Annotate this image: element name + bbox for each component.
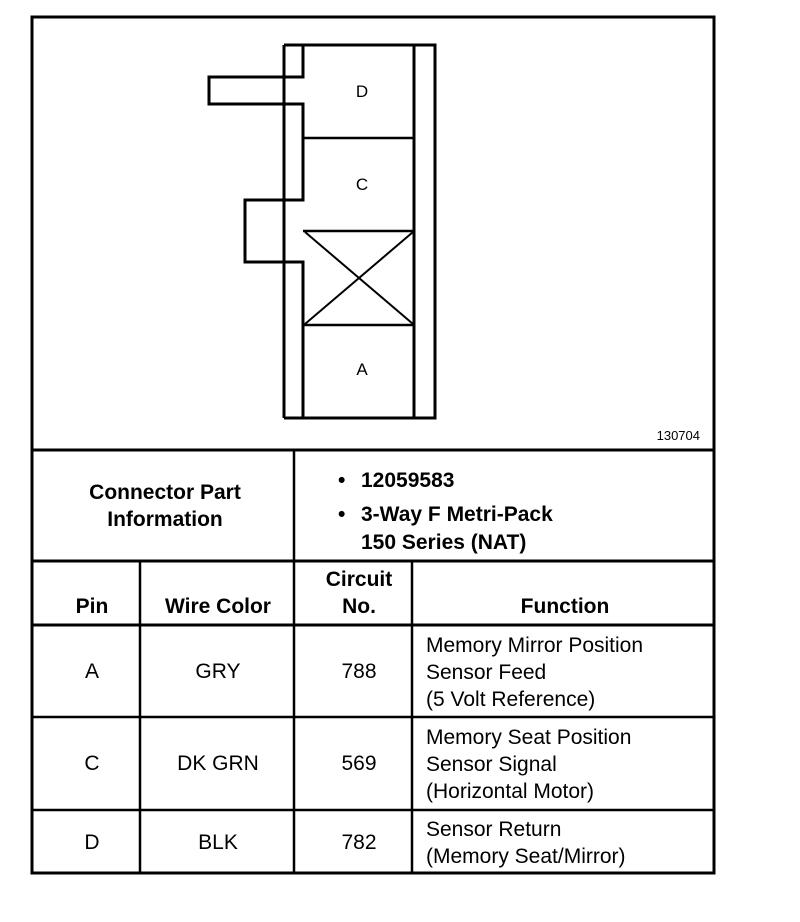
- cell-circuit: 788: [341, 660, 376, 683]
- cell-function: Sensor Return: [426, 818, 561, 841]
- part-number: 12059583: [361, 469, 454, 492]
- cell-wire-color: GRY: [195, 660, 240, 683]
- connector-info-heading: Connector Part: [89, 481, 241, 504]
- figure-number: 130704: [657, 428, 700, 443]
- connector-outline: [207, 43, 437, 420]
- cell-pin: A: [85, 660, 99, 683]
- connector-diagram: D C A 130704: [207, 43, 700, 443]
- cavity-label-c: C: [356, 175, 368, 194]
- table-row: A GRY 788 Memory Mirror Position Sensor …: [85, 634, 643, 711]
- blocked-cavity-x: [304, 231, 414, 325]
- header-circuit: Circuit: [326, 568, 393, 591]
- cell-function: (5 Volt Reference): [426, 688, 595, 711]
- table-row: D BLK 782 Sensor Return (Memory Seat/Mir…: [84, 818, 625, 868]
- outer-border: [30, 15, 716, 875]
- header-function: Function: [521, 595, 610, 618]
- cavity-label-d: D: [356, 82, 368, 101]
- table-row: C DK GRN 569 Memory Seat Position Sensor…: [84, 726, 631, 803]
- pinout-table: Pin Wire Color Circuit No. Function A GR…: [32, 561, 714, 873]
- connector-description-2: 150 Series (NAT): [361, 531, 526, 554]
- bullet-icon: •: [338, 469, 345, 492]
- cell-function: Memory Mirror Position: [426, 634, 643, 657]
- connector-info-heading-2: Information: [107, 508, 223, 531]
- cavity-label-a: A: [356, 360, 368, 379]
- cell-function: Memory Seat Position: [426, 726, 631, 749]
- cell-function: Sensor Signal: [426, 753, 557, 776]
- cell-wire-color: BLK: [198, 831, 238, 854]
- cell-function: (Horizontal Motor): [426, 780, 594, 803]
- cell-function: (Memory Seat/Mirror): [426, 845, 626, 868]
- cell-function: Sensor Feed: [426, 661, 546, 684]
- cell-circuit: 569: [341, 752, 376, 775]
- connector-description: 3-Way F Metri-Pack: [361, 503, 553, 526]
- cell-pin: C: [84, 752, 99, 775]
- header-circuit-2: No.: [342, 595, 376, 618]
- header-wire-color: Wire Color: [165, 595, 271, 618]
- header-pin: Pin: [76, 595, 109, 618]
- cell-pin: D: [84, 831, 99, 854]
- cell-wire-color: DK GRN: [177, 752, 259, 775]
- bullet-icon: •: [338, 503, 345, 526]
- cell-circuit: 782: [341, 831, 376, 854]
